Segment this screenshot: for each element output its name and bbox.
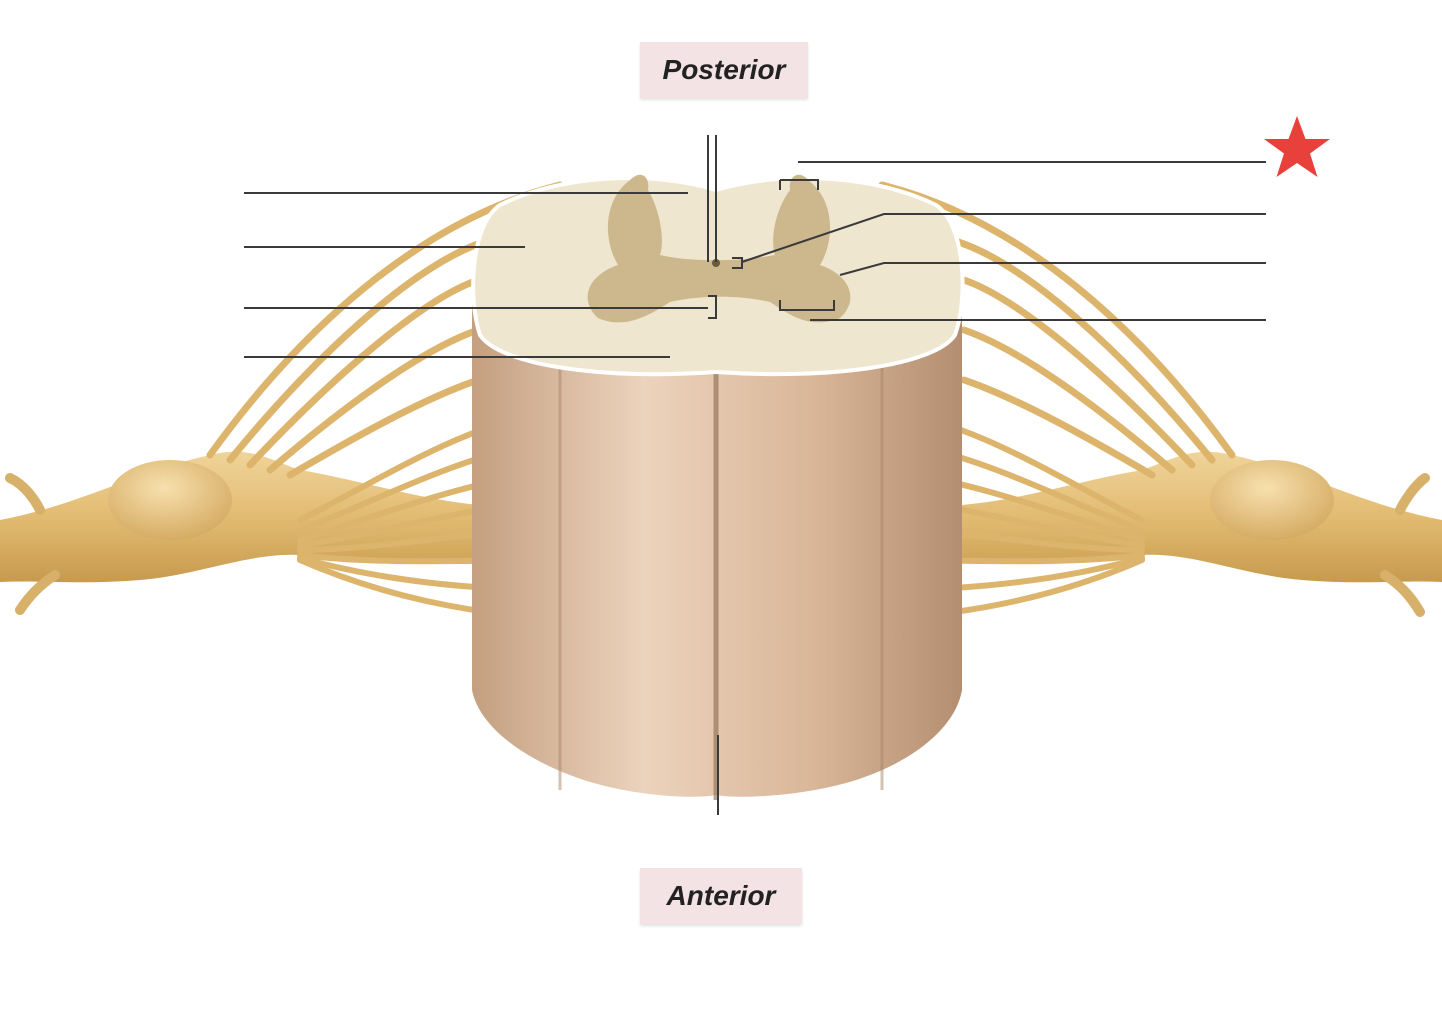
star-icon	[1264, 116, 1330, 177]
right-spinal-nerve	[878, 181, 1442, 621]
leader-line-8	[779, 300, 1266, 321]
leader-line-7	[839, 262, 1266, 276]
central-canal	[712, 259, 720, 267]
left-dorsal-root-ganglion	[108, 460, 232, 540]
cord-cross-section	[471, 174, 965, 377]
posterior-label: Posterior	[640, 42, 808, 98]
anterior-label: Anterior	[640, 868, 802, 924]
leader-lines-left	[244, 192, 717, 358]
gray-matter	[587, 174, 851, 323]
leader-line-6	[732, 213, 1266, 269]
leader-line-5	[779, 161, 1266, 190]
leader-lines-right	[732, 161, 1266, 321]
spinal-cord-body	[472, 280, 962, 800]
right-dorsal-root-ganglion	[1210, 460, 1334, 540]
leader-lines-top	[707, 135, 717, 262]
leader-line-3	[244, 295, 717, 319]
